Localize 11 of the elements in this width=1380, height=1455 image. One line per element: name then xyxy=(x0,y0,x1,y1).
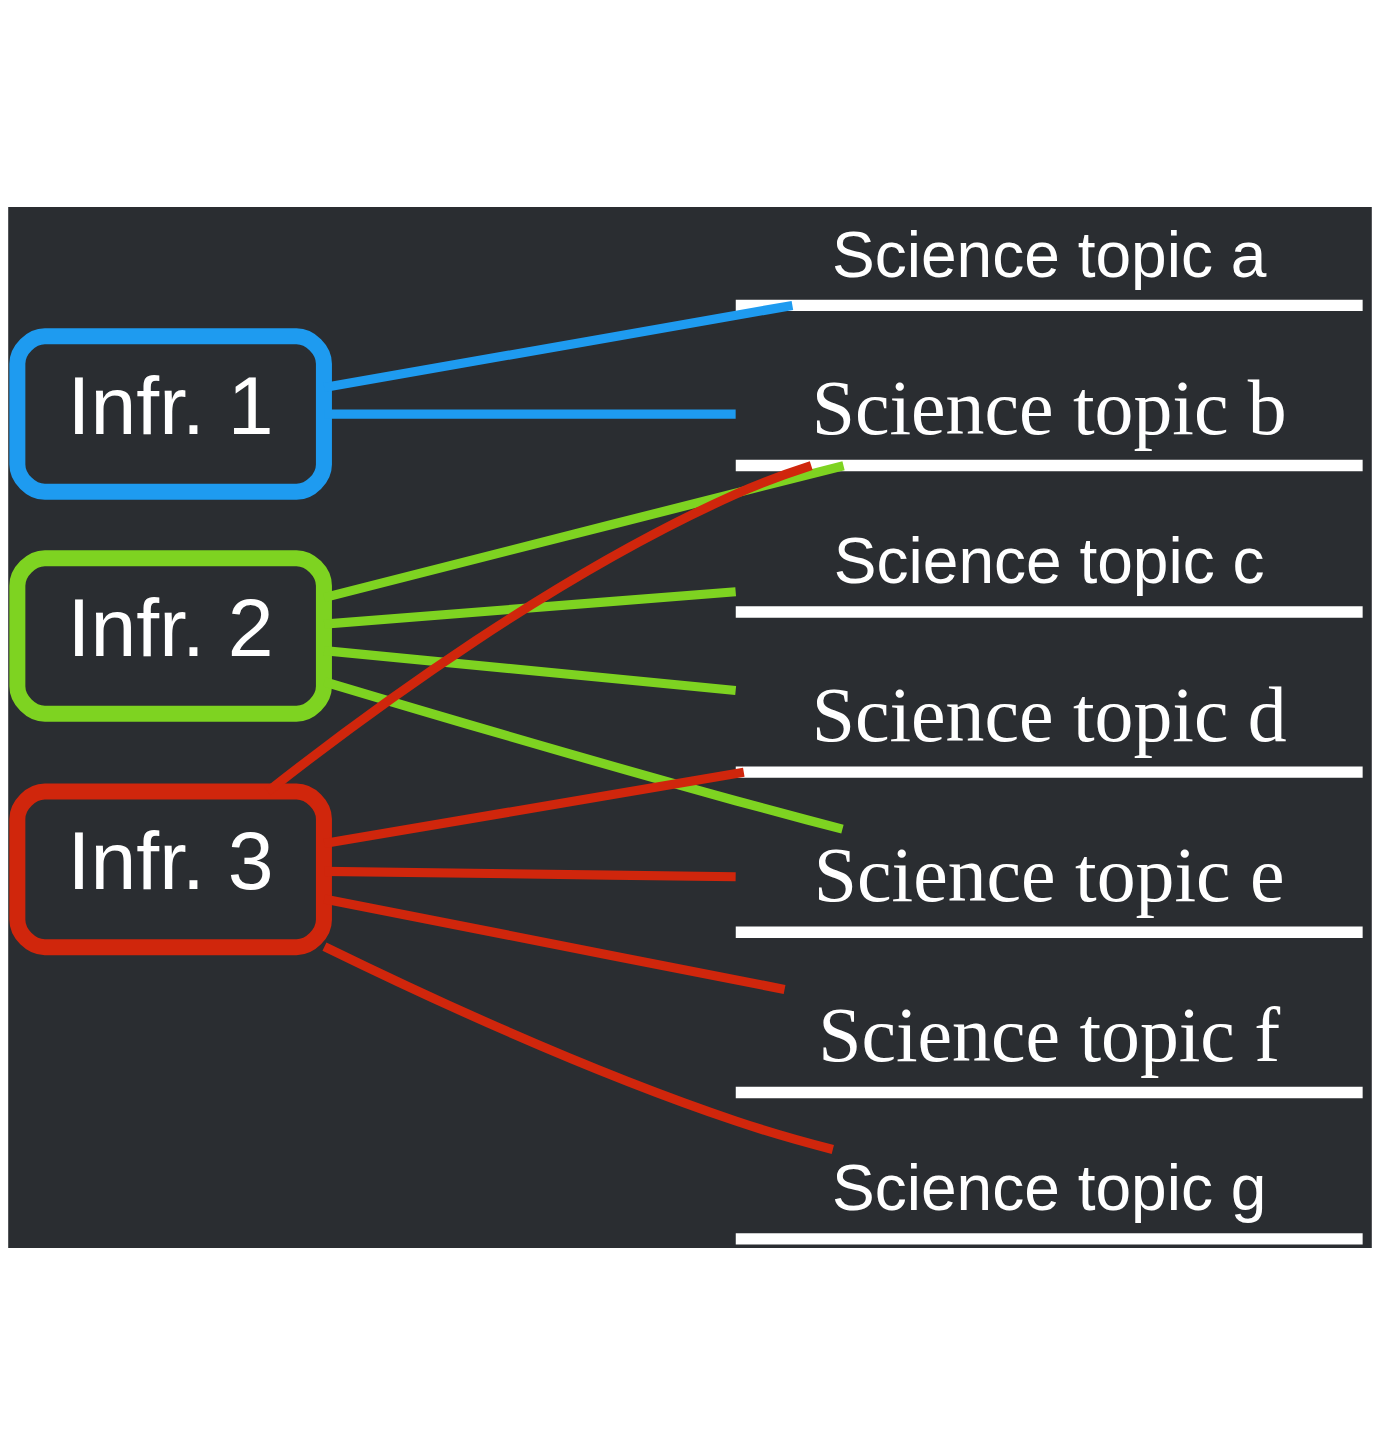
node-text: Science topic e xyxy=(813,831,1285,918)
node-box: Infr. 1 xyxy=(9,328,332,500)
node-box: Infr. 3 xyxy=(9,783,332,956)
node-text: Science topic d xyxy=(811,671,1287,758)
connector xyxy=(322,942,834,1154)
node-text: Science topic f xyxy=(818,991,1281,1078)
node-text: Science topic a xyxy=(832,218,1267,291)
node-text: Science topic g xyxy=(832,1152,1267,1225)
node-text: Science topic c xyxy=(833,525,1265,598)
node-text: Science topic b xyxy=(811,364,1287,451)
node-box: Infr. 2 xyxy=(9,550,332,722)
